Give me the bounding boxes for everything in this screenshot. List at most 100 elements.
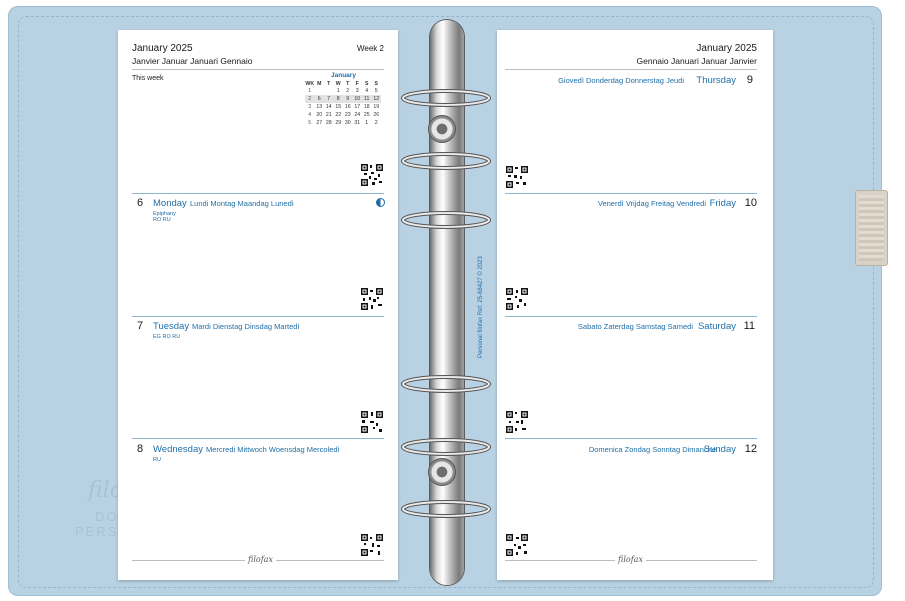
cal-day: 9	[343, 95, 353, 103]
day-number-tuesday: 7	[137, 320, 144, 332]
cal-header: T	[327, 81, 331, 87]
cal-day: 22	[335, 112, 342, 118]
month-title-right: January 2025	[696, 43, 757, 54]
day-name-saturday: Saturday	[697, 321, 736, 332]
month-translations-left: Janvier Januar Januari Gennaio	[132, 56, 253, 66]
cal-week-number: 5	[308, 120, 312, 126]
binder-ring[interactable]	[400, 88, 492, 108]
day-rule-monday	[132, 193, 384, 194]
cal-day: 31	[354, 120, 361, 126]
cal-day: 21	[325, 112, 332, 118]
country-codes-tuesday: EG RO RU	[153, 334, 181, 340]
binder-rivet	[428, 458, 456, 486]
cal-day: 3	[355, 88, 359, 94]
cal-day: 17	[354, 104, 361, 110]
month-title-left: January 2025	[132, 43, 193, 54]
qr-code[interactable]	[505, 533, 529, 557]
day-translations-monday: Lundi Montag Maandag Lunedì	[190, 199, 294, 208]
cal-week-number: 2	[305, 95, 315, 103]
day-rule-saturday	[505, 316, 757, 317]
cover-stitching	[18, 16, 874, 588]
day-number-saturday: 11	[743, 320, 755, 332]
cal-day: 5	[374, 88, 378, 94]
day-rule-wednesday	[132, 438, 384, 439]
cal-day: 4	[365, 88, 369, 94]
holiday-note-monday: Epiphany	[153, 211, 176, 217]
mini-calendar-title: January	[331, 72, 356, 79]
cal-day: 20	[316, 112, 323, 118]
day-number-monday: 6	[137, 197, 144, 209]
cal-day: 13	[316, 104, 323, 110]
binder-bar	[430, 20, 464, 585]
this-week-label: This week	[132, 75, 164, 82]
day-rule-friday	[505, 193, 757, 194]
cal-day: 24	[354, 112, 361, 118]
cal-day: 23	[344, 112, 351, 118]
cal-day: 28	[325, 120, 332, 126]
cal-week-number: 4	[308, 112, 312, 118]
cal-header: S	[365, 81, 369, 87]
elastic-closure-strap[interactable]	[855, 190, 888, 266]
cal-day: 15	[335, 104, 342, 110]
day-translations-saturday: Sabato Zaterdag Samstag Samedi	[577, 322, 693, 331]
cal-day: 14	[325, 104, 332, 110]
qr-code[interactable]	[360, 410, 384, 434]
day-name-monday: Monday	[153, 198, 187, 209]
cal-day: 1	[365, 120, 369, 126]
cal-day: 29	[335, 120, 342, 126]
cal-header: WK	[305, 81, 315, 87]
qr-code[interactable]	[360, 287, 384, 311]
filofax-logo-left: filofax	[245, 555, 276, 564]
day-rule-sunday	[505, 438, 757, 439]
day-translations-tuesday: Mardi Dienstag Dinsdag Martedì	[192, 322, 300, 331]
cal-day: 2	[374, 120, 378, 126]
qr-code[interactable]	[505, 165, 529, 189]
day-number-thursday: 9	[746, 74, 753, 86]
binder-ring[interactable]	[400, 151, 492, 171]
cal-week-number: 3	[308, 104, 312, 110]
cal-header: W	[335, 81, 341, 87]
qr-code[interactable]	[505, 287, 529, 311]
moon-phase-icon	[376, 198, 385, 207]
cal-day: 26	[373, 112, 380, 118]
cal-week-number: 1	[308, 88, 312, 94]
day-name-wednesday: Wednesday	[153, 444, 203, 455]
cal-day: 8	[333, 95, 343, 103]
qr-code[interactable]	[360, 163, 384, 187]
cal-day	[315, 87, 325, 95]
binder-ring[interactable]	[400, 374, 492, 394]
day-translations-friday: Venerdì Vrijdag Freitag Vendredi	[597, 199, 706, 208]
ring-binder-mechanism	[425, 20, 469, 585]
header-rule-left	[132, 69, 384, 70]
cal-day: 27	[316, 120, 323, 126]
cover-deboss-line1: DO	[95, 509, 119, 524]
cal-header: S	[374, 81, 378, 87]
cal-day: 2	[346, 88, 350, 94]
day-name-friday: Friday	[709, 198, 736, 209]
cal-day: 6	[314, 95, 324, 103]
cal-day: 1	[336, 88, 340, 94]
mini-calendar: WK M T W T F S S 1 1 2 3 4 5 2 6 7 8 9 1…	[305, 81, 381, 127]
qr-code[interactable]	[505, 410, 529, 434]
binder-rivet	[428, 115, 456, 143]
day-number-wednesday: 8	[137, 443, 144, 455]
cal-day: 10	[352, 95, 362, 103]
cal-day: 11	[362, 95, 372, 103]
binder-ring[interactable]	[400, 210, 492, 230]
binder-ring[interactable]	[400, 437, 492, 457]
day-number-sunday: 12	[744, 443, 757, 455]
binder-ring[interactable]	[400, 499, 492, 519]
week-label: Week 2	[357, 44, 384, 53]
qr-code[interactable]	[360, 533, 384, 557]
cal-day: 18	[363, 104, 370, 110]
cal-day: 30	[344, 120, 351, 126]
cal-day	[324, 87, 334, 95]
cal-header: M	[317, 81, 322, 87]
filofax-logo-right: filofax	[615, 555, 646, 564]
cal-header: F	[355, 81, 359, 87]
day-rule-tuesday	[132, 316, 384, 317]
left-diary-page: January 2025 Week 2 Janvier Januar Janua…	[118, 30, 398, 580]
cal-header: T	[346, 81, 350, 87]
cal-day: 25	[363, 112, 370, 118]
cal-day: 16	[344, 104, 351, 110]
